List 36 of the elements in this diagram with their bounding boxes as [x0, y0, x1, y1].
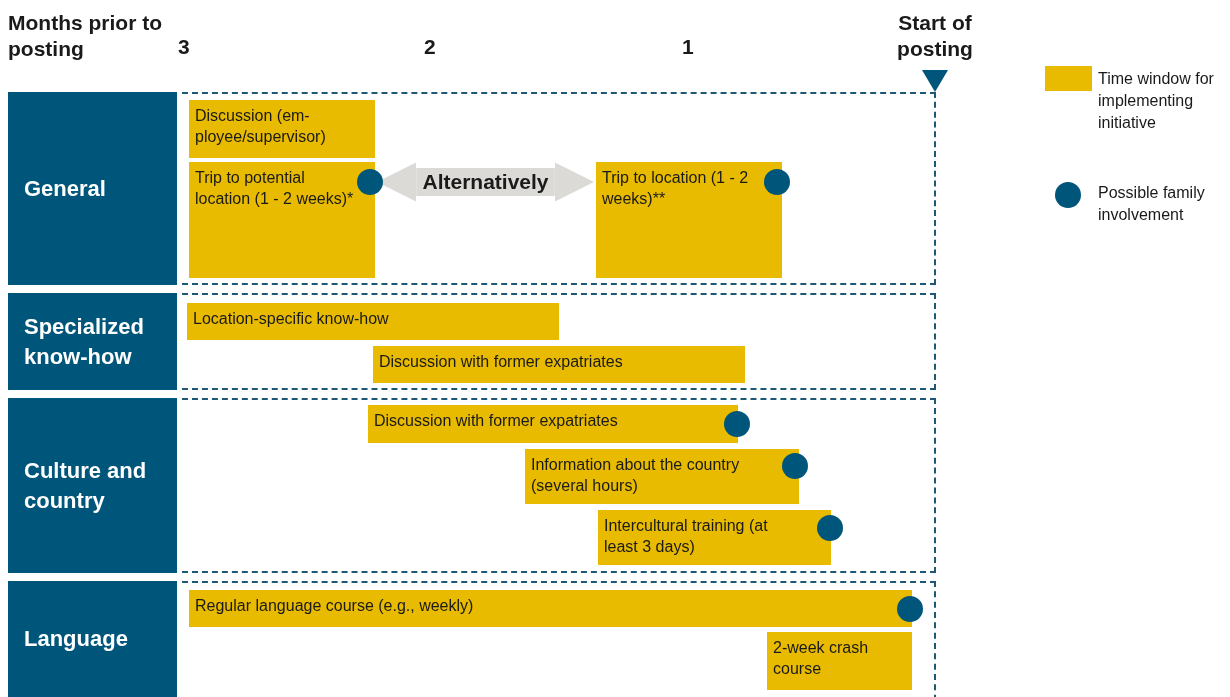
time-window-bar [525, 449, 799, 504]
category-header [8, 92, 177, 285]
category-title: Specialized know-how [24, 312, 145, 371]
category-header [8, 398, 177, 573]
time-window-bar [189, 590, 912, 627]
time-window-bar [373, 346, 745, 383]
initiative-text: Location-specific know-how [193, 309, 390, 329]
initiative-text: Intercultural training (at least 3 days) [604, 516, 769, 557]
category-title: General [24, 174, 107, 203]
initiative-text: Regular language course (e.g., weekly) [195, 596, 475, 616]
category-header [8, 293, 177, 390]
category-title: Language [24, 625, 129, 653]
edge-label: Alternatively [422, 169, 549, 195]
time-window-bar [596, 162, 782, 278]
time-window-bar [368, 405, 738, 443]
axis-title: Start of posting [896, 10, 974, 62]
initiative-text: Information about the country (several hours) [531, 455, 741, 496]
month-label: 1 [682, 34, 695, 60]
month-label: 2 [424, 34, 437, 60]
month-label: 3 [178, 34, 191, 60]
initiative-text: Discussion with former expatriates [374, 411, 619, 431]
time-window-bar [767, 632, 912, 690]
legend-text: Possible family involvement [1098, 183, 1206, 225]
time-window-bar [187, 303, 559, 340]
initiative-text: Trip to potential location (1 - 2 weeks)* [195, 168, 355, 209]
initiative-text: Discussion (em- ployee/supervisor) [195, 106, 327, 147]
time-window-bar [189, 162, 375, 278]
initiative-text: Discussion with former expatriates [379, 352, 624, 372]
time-window-bar [189, 100, 375, 158]
legend-text: Time window for implementing initiative [1098, 69, 1215, 133]
category-title: Culture and country [24, 456, 148, 515]
initiative-text: Trip to location (1 - 2 weeks)** [602, 168, 750, 209]
axis-title: Months prior to posting [8, 10, 163, 62]
category-header [8, 581, 177, 697]
time-window-bar [598, 510, 831, 565]
initiative-text: 2-week crash course [773, 638, 870, 679]
